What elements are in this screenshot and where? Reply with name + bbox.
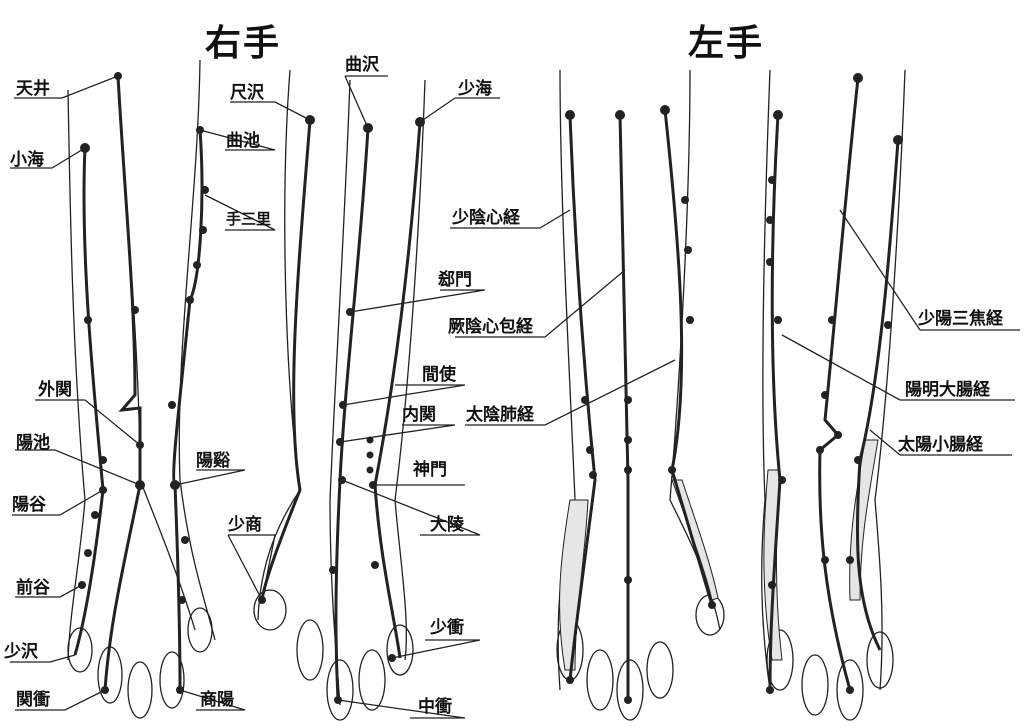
title-right-hand: 右手 xyxy=(205,23,282,64)
label-shoushou: 少商 xyxy=(228,515,262,535)
label-shinmon: 神門 xyxy=(413,460,447,480)
highlight-bands xyxy=(559,439,879,671)
title-left-hand: 左手 xyxy=(688,23,765,64)
label-youkoku: 陽谷 xyxy=(12,495,46,515)
label-shakutaku: 尺沢 xyxy=(230,83,264,103)
label-chuushou: 中衝 xyxy=(418,697,452,717)
label-kyokutaku: 曲沢 xyxy=(345,55,379,75)
label-shouyou: 商陽 xyxy=(200,690,234,710)
label-youkei: 陽谿 xyxy=(196,451,230,471)
label-shouin-shinkei: 少陰心経 xyxy=(452,208,520,228)
label-kanshi: 間使 xyxy=(422,365,456,385)
label-dairyou: 大陵 xyxy=(430,515,464,535)
label-shoutaku: 少沢 xyxy=(4,642,38,662)
label-kanshou: 関衝 xyxy=(16,690,50,710)
label-youchi: 陽池 xyxy=(16,433,50,453)
label-ketsuin-shinpoukei: 厥陰心包経 xyxy=(448,317,533,337)
label-shoukai-si: 小海 xyxy=(10,150,44,170)
arm-outlines xyxy=(67,59,906,721)
label-shouyou-sanshoukei: 少陽三焦経 xyxy=(918,309,1003,329)
label-kyokuchi: 曲池 xyxy=(226,131,260,151)
label-shoukai-ht: 少海 xyxy=(458,79,492,99)
label-taiyou-shouchoukei: 太陽小腸経 xyxy=(898,435,983,455)
label-shoushou-ht: 少衝 xyxy=(430,618,464,638)
label-tesanri: 手三里 xyxy=(226,210,272,228)
label-taiin-haikei: 太陰肺経 xyxy=(466,405,534,425)
label-youmei-daichoukei: 陽明大腸経 xyxy=(905,380,990,400)
label-zenkoku: 前谷 xyxy=(16,578,50,598)
label-naikan: 内関 xyxy=(402,405,436,425)
label-gaikan: 外関 xyxy=(38,380,72,400)
label-tensei: 天井 xyxy=(16,79,50,99)
label-gekimon: 郄門 xyxy=(438,270,472,290)
leader-lines xyxy=(10,75,1020,719)
